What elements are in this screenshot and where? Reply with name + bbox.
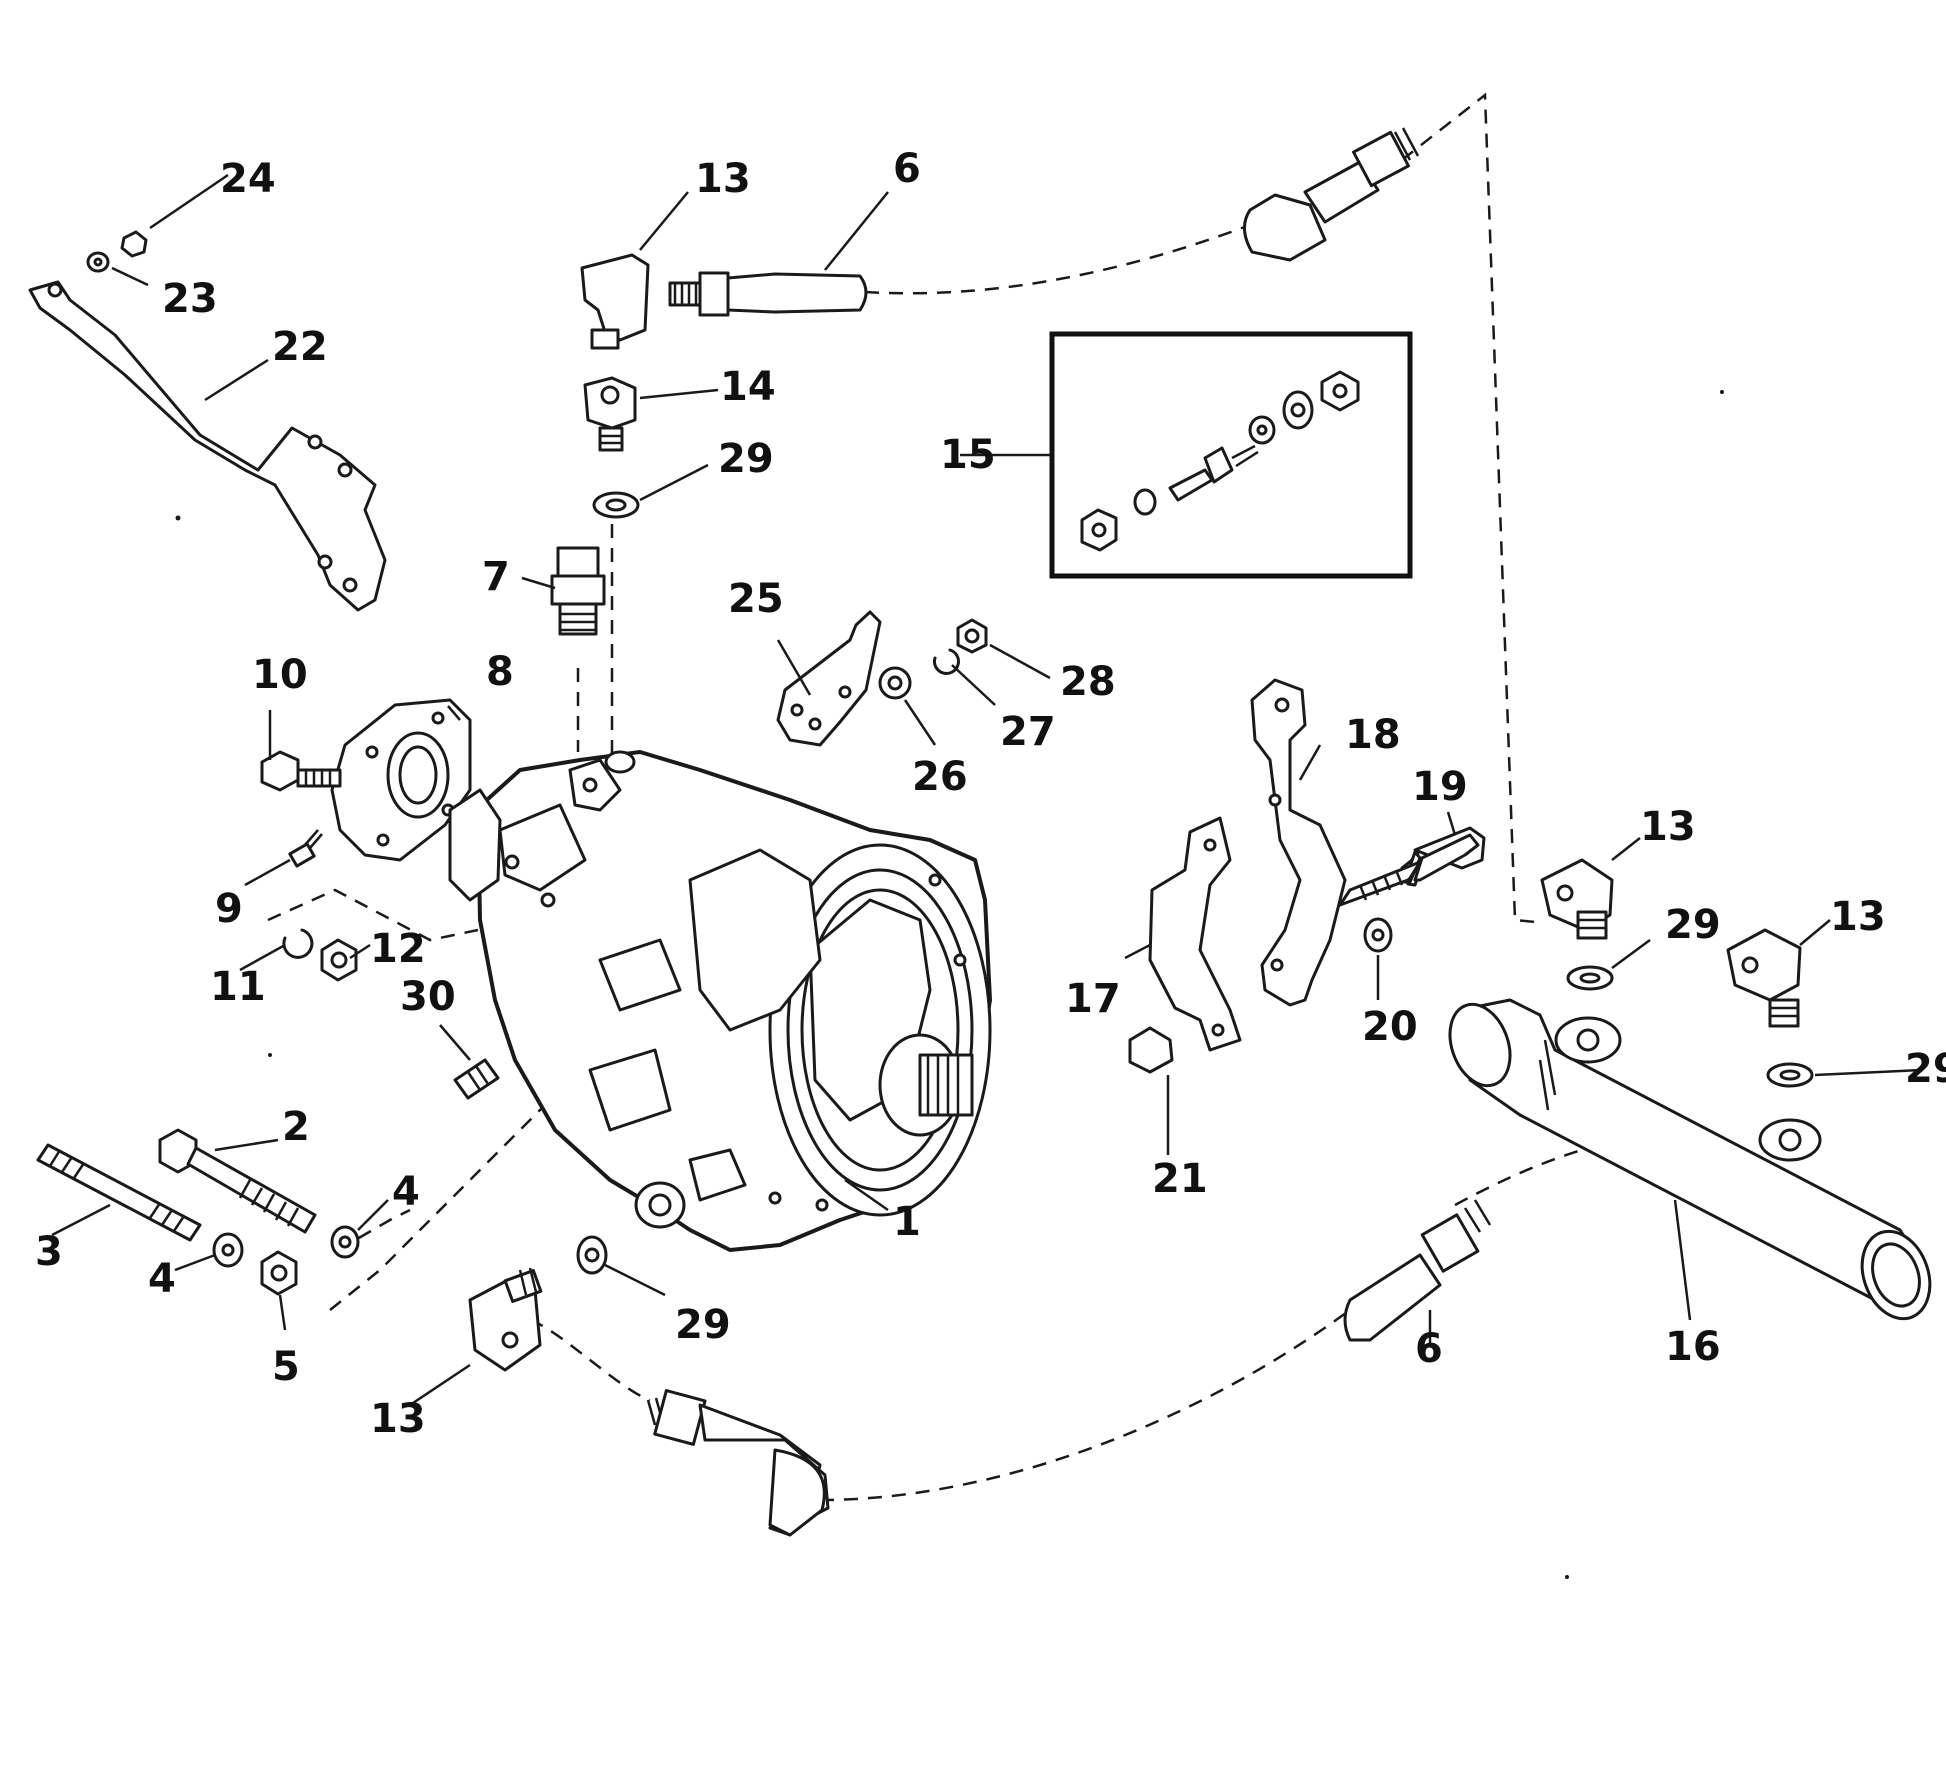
callout-14: 14	[720, 364, 776, 410]
washer-26	[878, 666, 912, 700]
washer-29-right-b	[1766, 1062, 1814, 1088]
callout-7: 7	[482, 554, 510, 600]
callout-21: 21	[1152, 1156, 1208, 1202]
callout-23: 23	[162, 276, 218, 322]
callout-27: 27	[1000, 709, 1056, 755]
washer-4-left	[212, 1232, 244, 1268]
strap-18	[1250, 678, 1347, 1007]
washer-29-top	[592, 491, 640, 519]
leader-lines	[51, 173, 1923, 1407]
elbow-fitting-13-right-a	[1540, 858, 1614, 940]
callout-29-mid: 29	[675, 1302, 731, 1348]
callout-13-right-b: 13	[1830, 894, 1886, 940]
callout-18: 18	[1345, 712, 1401, 758]
bolt-2	[158, 1128, 317, 1234]
callout-13-top: 13	[695, 156, 751, 202]
hose-fitting-6-bottom	[1343, 1199, 1492, 1342]
callout-13-bottom: 13	[370, 1396, 426, 1442]
callout-22: 22	[272, 324, 328, 370]
callout-26: 26	[912, 754, 968, 800]
callout-29-right-a: 29	[1665, 902, 1721, 948]
callout-16: 16	[1665, 1324, 1721, 1370]
scan-speck	[175, 515, 181, 521]
hose-fitting-bottom-left	[646, 1389, 830, 1537]
callout-29-top: 29	[718, 436, 774, 482]
flange-8	[330, 698, 472, 862]
callout-12: 12	[370, 926, 426, 972]
washer-20	[1363, 917, 1393, 953]
callout-6-top: 6	[893, 146, 921, 192]
transmission-housing-1	[448, 750, 992, 1252]
elbow-fitting-13-right-b	[1726, 928, 1802, 1028]
callout-2: 2	[282, 1104, 310, 1150]
manifold-tube-16	[1448, 998, 1932, 1321]
callout-24: 24	[220, 156, 276, 202]
nut-28	[956, 618, 988, 654]
callout-15: 15	[940, 432, 996, 478]
bracket-25	[776, 610, 882, 747]
stud-3	[36, 1143, 202, 1242]
scan-speck	[1720, 390, 1724, 394]
callout-4-right: 4	[392, 1169, 420, 1215]
callout-13-right-a: 13	[1640, 804, 1696, 850]
elbow-fitting-13-top	[580, 253, 650, 350]
washer-29-mid	[576, 1235, 608, 1275]
hardware-kit-15	[1049, 331, 1413, 579]
adapter-14	[583, 376, 637, 452]
sender-7	[550, 546, 606, 636]
callout-labels: 24 23 22 13 6 14 29 7 15 25 28 27 26 10 …	[35, 146, 1946, 1442]
callout-1: 1	[893, 1199, 921, 1245]
plug-30	[453, 1058, 500, 1100]
nut-5	[260, 1250, 298, 1296]
callout-5: 5	[272, 1344, 300, 1390]
callout-11: 11	[210, 964, 266, 1010]
callout-19: 19	[1412, 764, 1468, 810]
callout-3: 3	[35, 1229, 63, 1275]
callout-20: 20	[1362, 1004, 1418, 1050]
washer-29-right-a	[1566, 965, 1614, 991]
nut-12	[320, 938, 358, 982]
clamp-17	[1148, 816, 1242, 1052]
elbow-fitting-13-bottom	[468, 1267, 543, 1372]
callout-10: 10	[252, 652, 308, 698]
bolt-10	[260, 750, 342, 792]
scan-speck	[1565, 1575, 1569, 1579]
callout-17: 17	[1065, 976, 1121, 1022]
cap-nut-21	[1128, 1026, 1174, 1074]
callout-8: 8	[486, 649, 514, 695]
hose-fitting-top-right	[1243, 127, 1420, 262]
hose-fitting-6-top	[668, 271, 868, 317]
callout-25: 25	[728, 576, 784, 622]
scan-speck	[268, 1053, 272, 1057]
callout-29-right-b: 29	[1905, 1046, 1946, 1092]
washer-4-right	[330, 1225, 360, 1259]
callout-4-left: 4	[148, 1256, 176, 1302]
nut-24	[120, 230, 148, 258]
screw-9	[288, 829, 323, 868]
callout-28: 28	[1060, 659, 1116, 705]
bracket-22	[28, 280, 387, 612]
bolt-19	[1338, 826, 1486, 907]
lockwasher-11	[282, 928, 314, 959]
lockwasher-27	[933, 648, 960, 675]
callout-6-bottom: 6	[1415, 1326, 1443, 1372]
callout-9: 9	[215, 886, 243, 932]
washer-23	[86, 251, 110, 273]
callout-30: 30	[400, 974, 456, 1020]
